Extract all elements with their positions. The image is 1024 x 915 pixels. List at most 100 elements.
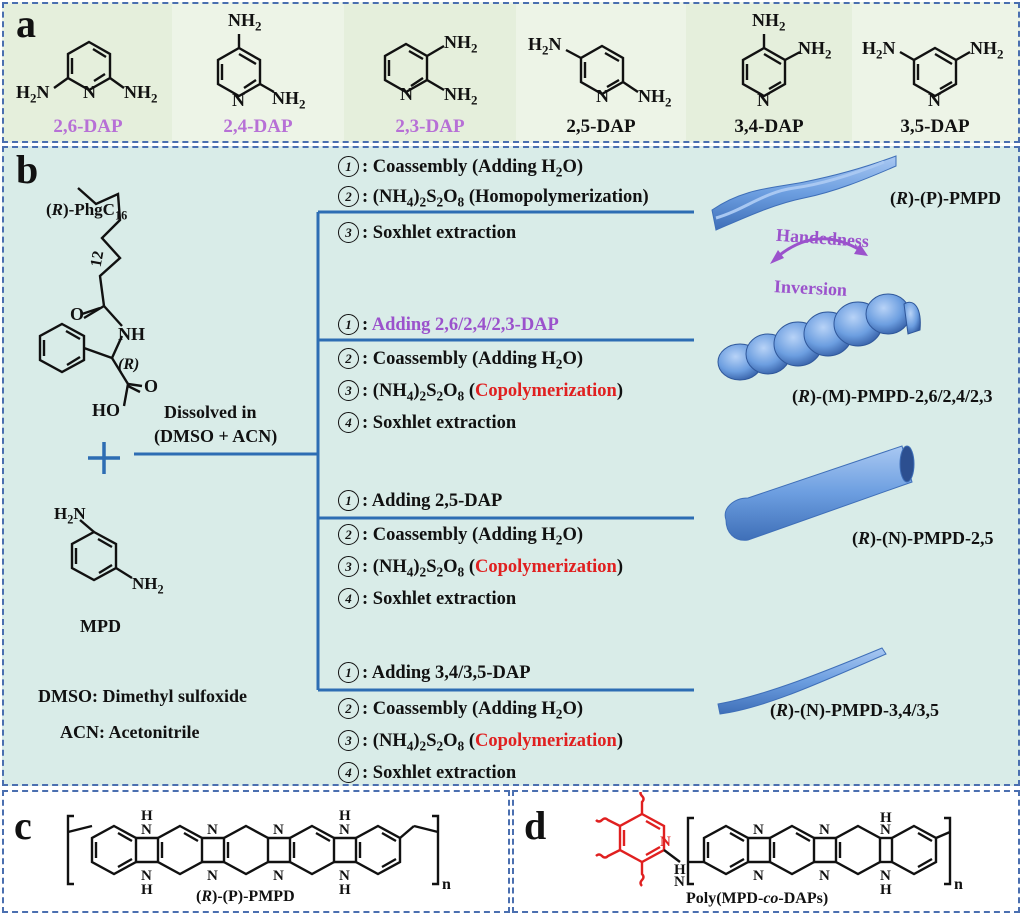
product-label: (R)-(N)-PMPD-3,4/3,5 xyxy=(770,700,939,720)
structure-2,3-dap xyxy=(383,42,445,94)
panel-d: d xyxy=(512,790,1020,913)
atom-label-nh2: NH2 xyxy=(444,84,478,108)
atom-label-h: H xyxy=(674,862,686,878)
atom-label-n: N xyxy=(207,822,218,838)
caption-pmpd: (R)-(P)-PMPD xyxy=(196,888,295,905)
atom-label-n: N xyxy=(753,822,764,838)
atom-label-n: N xyxy=(207,868,218,884)
dissolved-text: Dissolved in xyxy=(164,402,257,422)
copolymer-structure xyxy=(595,792,952,887)
pmpd-structure xyxy=(66,814,440,886)
mpd-label: MPD xyxy=(80,616,121,636)
atom-label-n: N xyxy=(880,822,891,838)
structure-2,4-dap xyxy=(216,34,275,98)
repeat-n: n xyxy=(954,876,963,893)
atom-label-h: H xyxy=(339,808,351,824)
atom-label-n: N xyxy=(928,90,941,110)
panel-label-c: c xyxy=(14,803,32,848)
atom-label-n: N xyxy=(400,84,413,104)
phgc16-structure xyxy=(38,187,143,407)
panel-a-cell xyxy=(172,4,344,141)
atom-label-h: H xyxy=(880,882,892,898)
panel-a-cell xyxy=(344,4,516,141)
twisted-ribbon-shape xyxy=(711,155,897,231)
atom-label-h: H xyxy=(141,808,153,824)
step: 2: Coassembly (Adding H2O) xyxy=(338,348,583,376)
step: 2: (NH4)2S2O8 (Homopolymerization) xyxy=(338,186,649,214)
structure-3,5-dap xyxy=(899,46,971,98)
atom-label-h: H xyxy=(880,810,892,826)
atom-label-nh2: NH2 xyxy=(228,10,262,34)
inversion-label: Inversion xyxy=(773,276,848,300)
arrowhead-icon xyxy=(854,244,868,256)
arrowhead-icon xyxy=(770,250,784,264)
compound-name: 3,4-DAP xyxy=(734,116,804,137)
step: 4: Soxhlet extraction xyxy=(338,588,516,610)
pyridine-structures xyxy=(53,34,971,98)
atom-label-nh2: NH2 xyxy=(752,10,786,34)
atom-label-n: N xyxy=(757,90,770,110)
compound-name: 3,5-DAP xyxy=(900,116,970,137)
scheme-graphics xyxy=(38,155,921,715)
step: 3: (NH4)2S2O8 (Copolymerization) xyxy=(338,556,623,584)
compound-name: 2,6-DAP xyxy=(53,116,123,137)
atom-label-n: N xyxy=(141,868,152,884)
atom-label-o: O xyxy=(144,376,159,396)
atom-label-nh2: NH2 xyxy=(124,82,158,106)
structure-2,5-dap xyxy=(565,44,639,96)
compound-name: 2,3-DAP xyxy=(395,116,465,137)
atom-label-ho: HO xyxy=(92,400,121,420)
panel-a: a xyxy=(2,2,1020,143)
product-label: (R)-(P)-PMPD xyxy=(890,188,1001,208)
atom-label-n: N xyxy=(596,86,609,106)
coiled-helix-shape xyxy=(717,293,921,381)
compound-name: 2,4-DAP xyxy=(223,116,293,137)
step: 3: (NH4)2S2O8 (Copolymerization) xyxy=(338,730,623,758)
legend-dmso: DMSO: Dimethyl sulfoxide xyxy=(38,686,247,706)
atom-label-h2n: H2N xyxy=(862,38,896,62)
inversion-arrow xyxy=(775,237,861,260)
atom-label-n: N xyxy=(273,822,284,838)
step: 1: Adding 3,4/3,5-DAP xyxy=(338,662,531,684)
atom-label-nh: NH xyxy=(118,324,145,344)
atom-label-n: N xyxy=(753,868,764,884)
panel-label-d: d xyxy=(524,803,547,848)
atom-label-h: H xyxy=(339,882,351,898)
atom-label-n: N xyxy=(819,822,830,838)
atom-label-h: H xyxy=(141,882,153,898)
atom-label-n: N xyxy=(232,90,245,110)
atom-label-o: O xyxy=(70,304,85,324)
panel-a-cell xyxy=(852,4,1018,141)
step: 1: Coassembly (Adding H2O) xyxy=(338,156,583,184)
structure-2,6-dap xyxy=(53,40,125,92)
panel-c: c xyxy=(2,790,510,913)
atom-label-n: N xyxy=(660,834,671,850)
atom-label-n: N xyxy=(83,82,96,102)
compound-name: 2,5-DAP xyxy=(566,116,636,137)
atom-label-n: N xyxy=(273,868,284,884)
step: 2: Coassembly (Adding H2O) xyxy=(338,698,583,726)
step: 1: Adding 2,6/2,4/2,3-DAP xyxy=(338,314,559,336)
atom-label-nh2: NH2 xyxy=(970,38,1004,62)
step: 3: Soxhlet extraction xyxy=(338,222,516,244)
step: 2: Coassembly (Adding H2O) xyxy=(338,524,583,552)
legend-acn: ACN: Acetonitrile xyxy=(60,722,200,742)
structure-3,4-dap xyxy=(741,34,801,98)
tube-shape xyxy=(724,445,915,541)
product-label: (R)-(M)-PMPD-2,6/2,4/2,3 xyxy=(792,386,993,406)
panel-a-cell xyxy=(4,4,172,141)
atom-label-n: N xyxy=(819,868,830,884)
phgc16-title: (R)-PhgC16 xyxy=(46,200,128,223)
plus-icon xyxy=(88,442,120,474)
atom-label-nh2: NH2 xyxy=(272,88,306,112)
atom-label-n: N xyxy=(339,822,350,838)
atom-label-h2n: H2N xyxy=(528,34,562,58)
atom-label-h2n: H2N xyxy=(54,504,86,527)
step: 3: (NH4)2S2O8 (Copolymerization) xyxy=(338,380,623,408)
atom-label-nh2: NH2 xyxy=(444,32,478,56)
step: 4: Soxhlet extraction xyxy=(338,412,516,434)
atom-label-nh2: NH2 xyxy=(798,38,832,62)
flat-ribbon-shape xyxy=(717,647,887,715)
mpd-structure xyxy=(70,519,133,582)
